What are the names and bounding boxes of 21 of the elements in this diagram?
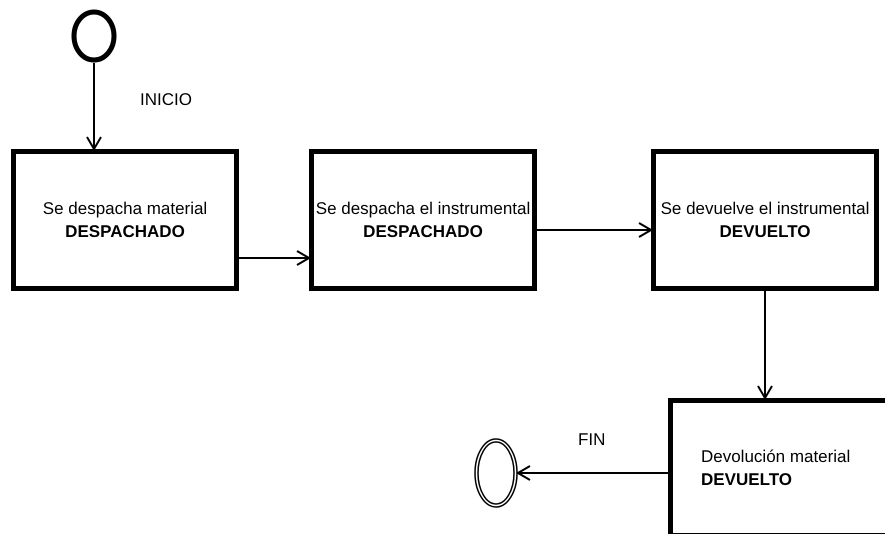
arrow <box>86 63 102 150</box>
flow-label: FIN <box>578 430 606 450</box>
arrow <box>239 250 310 266</box>
process-box <box>668 398 885 534</box>
state-label: DEVUELTO <box>701 469 792 491</box>
process-box <box>11 149 239 291</box>
start-circle <box>71 9 117 63</box>
step-text: Se despacha material <box>42 198 208 220</box>
state-label: DESPACHADO <box>65 221 185 243</box>
state-label: DESPACHADO <box>363 221 483 243</box>
arrow <box>757 291 773 399</box>
arrow <box>517 465 668 481</box>
state-label: DEVUELTO <box>720 221 810 243</box>
arrow <box>537 222 652 238</box>
flow-label: INICIO <box>140 90 192 110</box>
process-box <box>651 149 879 291</box>
step-text: Se despacha el instrumental <box>316 198 530 220</box>
step-text: Devolución material <box>701 446 850 468</box>
step-text: Se devuelve el instrumental <box>660 198 870 220</box>
process-box <box>309 149 537 291</box>
end-circle <box>474 438 518 508</box>
